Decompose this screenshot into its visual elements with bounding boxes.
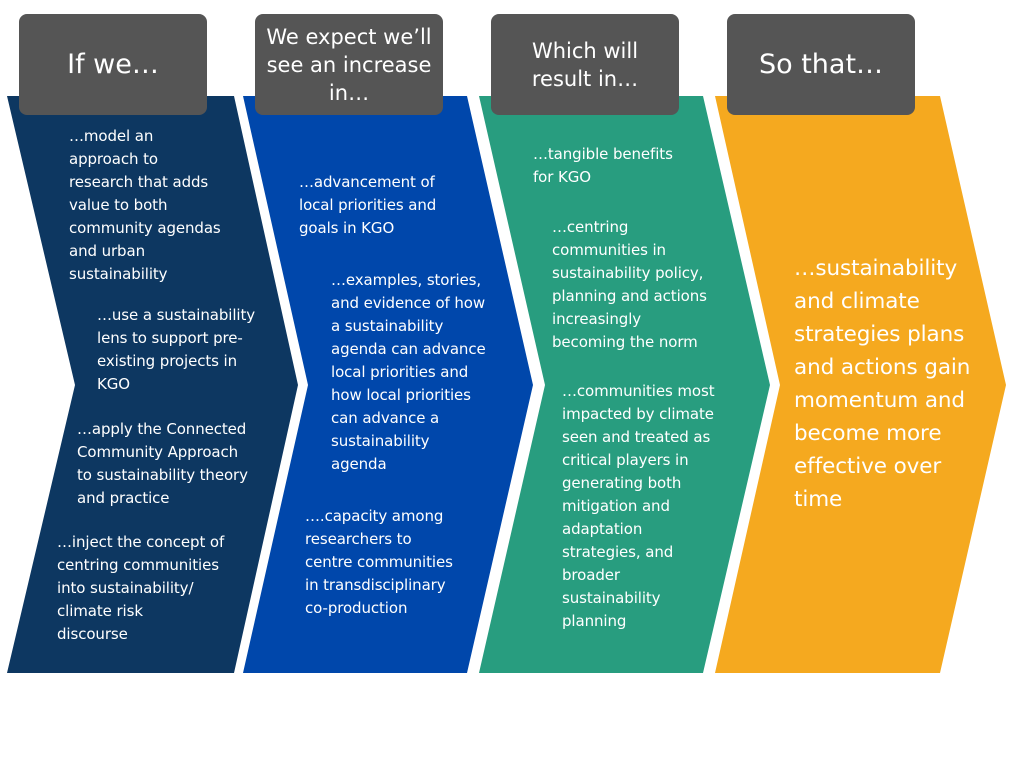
expect-item-2: …examples, stories, and evidence of how … xyxy=(331,271,486,473)
expect-item-1: …advancement of local priorities and goa… xyxy=(299,173,437,237)
header-result: Which will result in… xyxy=(491,14,679,115)
result-item-1: …tangible benefits for KGO xyxy=(533,145,673,186)
if-we-item-2: …use a sustainability lens to support pr… xyxy=(97,306,256,393)
result-item-2: …centring communities in sustainability … xyxy=(552,218,707,351)
if-we-item-1: …model an approach to research that adds… xyxy=(69,127,221,283)
chevron-if-we xyxy=(7,96,298,673)
if-we-item-3: …apply the Connected Community Approach … xyxy=(77,420,248,507)
expect-item-3: ….capacity among researchers to centre c… xyxy=(305,507,453,617)
if-we-item-4: …inject the concept of centring communit… xyxy=(57,533,225,643)
header-if-we: If we… xyxy=(19,14,207,115)
chevron-so-that xyxy=(715,96,1006,673)
so-that-item-1: …sustainability and climate strategies p… xyxy=(794,256,971,512)
result-item-3: …communities most impacted by climate se… xyxy=(562,382,715,630)
chevron-result xyxy=(479,96,770,673)
chevron-expect xyxy=(243,96,533,673)
header-so-that: So that… xyxy=(727,14,915,115)
header-expect: We expect we’ll see an increase in… xyxy=(255,14,443,115)
